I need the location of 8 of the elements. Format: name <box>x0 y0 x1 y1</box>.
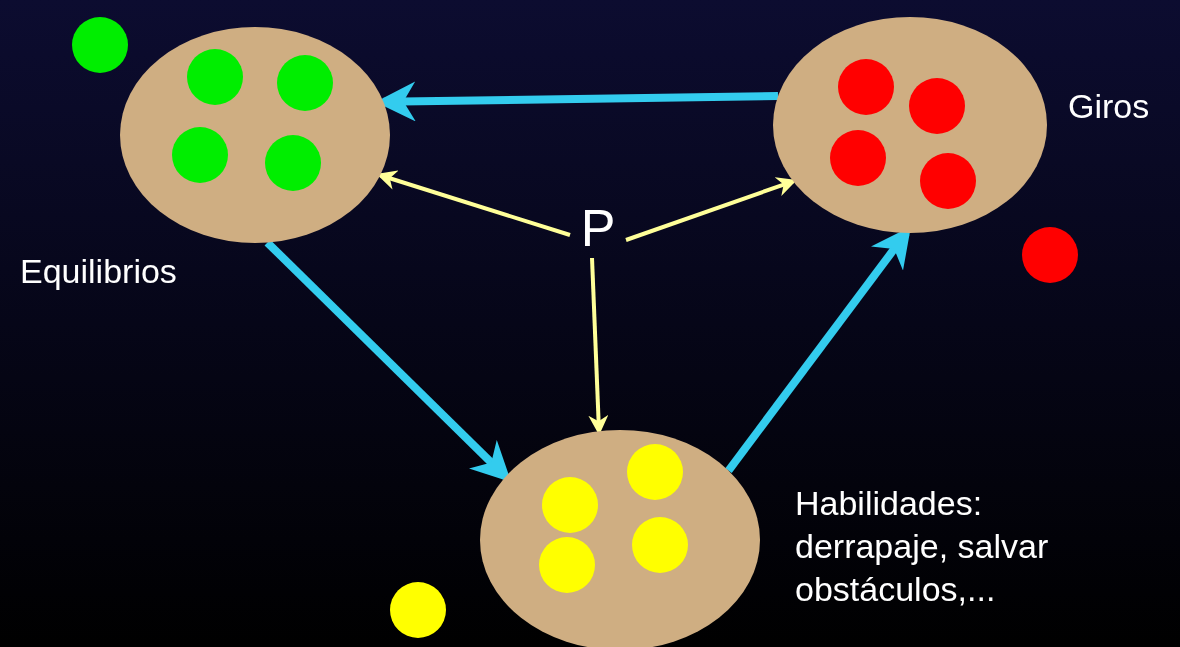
node-caption: Equilibrios <box>20 251 178 292</box>
ellipse-group <box>120 27 390 243</box>
node-label: P <box>579 200 617 256</box>
node-caption: Habilidades: derrapaje, salvar obstáculos,... <box>795 483 1050 610</box>
ellipse-group <box>773 17 1047 233</box>
node-caption: Giros <box>1068 86 1151 127</box>
arrow <box>625 177 797 242</box>
ellipse-group <box>480 430 760 647</box>
